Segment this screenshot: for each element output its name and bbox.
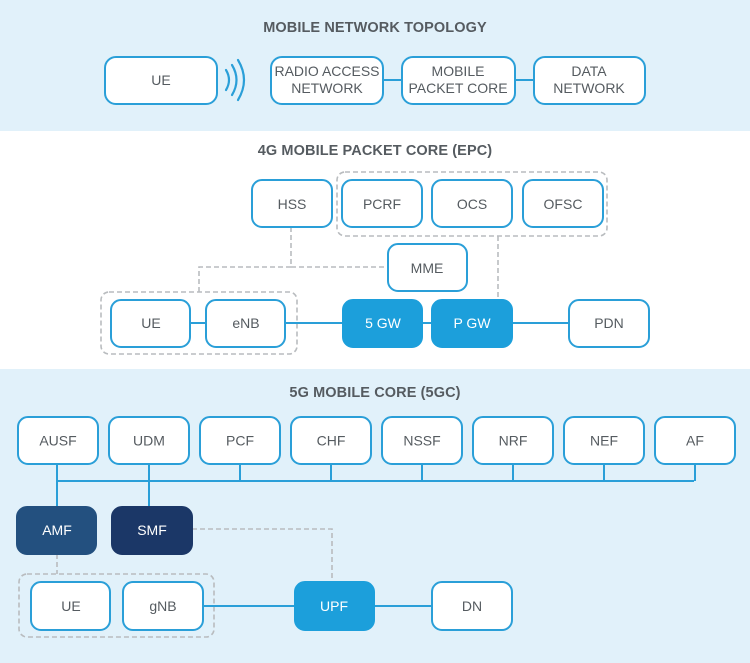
epc-node-mme[interactable]: MME — [387, 243, 468, 292]
node-label: OCS — [457, 196, 487, 212]
5gc-node-ausf[interactable]: AUSF — [17, 416, 99, 465]
5gc-node-pcf[interactable]: PCF — [199, 416, 281, 465]
epc-node-serving-gateway[interactable]: 5 GW — [342, 299, 423, 348]
node-label: eNB — [232, 315, 259, 331]
node-label: UE — [141, 315, 160, 331]
topology-node-radio-access-network[interactable]: RADIO ACCESS NETWORK — [270, 56, 384, 105]
node-label: HSS — [278, 196, 307, 212]
5gc-node-nef[interactable]: NEF — [563, 416, 645, 465]
node-label: PDN — [594, 315, 624, 331]
node-label: UE — [151, 72, 170, 88]
node-label: 5 GW — [365, 315, 402, 331]
radio-waves-icon — [224, 58, 246, 102]
node-label: OFSC — [544, 196, 583, 212]
node-label-line2: NETWORK — [553, 80, 625, 96]
5gc-node-dn[interactable]: DN — [431, 581, 513, 631]
5gc-node-chf[interactable]: CHF — [290, 416, 372, 465]
access-mme-control-link — [198, 266, 291, 292]
node-label: P GW — [453, 315, 491, 331]
5gc-node-nrf[interactable]: NRF — [472, 416, 554, 465]
5gc-title: 5G MOBILE CORE (5GC) — [289, 385, 460, 401]
topology-node-data-network[interactable]: DATA NETWORK — [533, 56, 646, 105]
policy-charging-group — [336, 171, 608, 237]
5gc-node-amf[interactable]: AMF — [16, 506, 97, 555]
5gc-node-udm[interactable]: UDM — [108, 416, 190, 465]
node-label: PCRF — [363, 196, 401, 212]
5gc-node-upf[interactable]: UPF — [294, 581, 375, 631]
service-bus — [56, 464, 696, 482]
epc-node-ocs[interactable]: OCS — [431, 179, 513, 228]
epc-node-pdn-gateway[interactable]: P GW — [431, 299, 513, 348]
node-label: UPF — [320, 598, 348, 614]
epc-node-enb[interactable]: eNB — [205, 299, 286, 348]
5gc-node-smf[interactable]: SMF — [111, 506, 193, 555]
node-label-line1: MOBILE — [432, 63, 485, 79]
node-label: NEF — [590, 433, 618, 449]
node-label: AMF — [42, 522, 72, 538]
epc-node-ofsc[interactable]: OFSC — [522, 179, 604, 228]
node-label: NSSF — [403, 433, 440, 449]
5gc-node-af[interactable]: AF — [654, 416, 736, 465]
node-label: DN — [462, 598, 482, 614]
node-label: PCF — [226, 433, 254, 449]
network-functions-row: AUSF UDM PCF CHF NSSF NRF NEF AF — [17, 416, 736, 465]
node-label-line1: DATA — [571, 63, 607, 79]
epc-section: 4G MOBILE PACKET CORE (EPC) HSS PCRF OCS… — [100, 143, 650, 355]
node-label-line2: PACKET CORE — [408, 80, 507, 96]
topology-title: MOBILE NETWORK TOPOLOGY — [263, 20, 487, 36]
topology-section: MOBILE NETWORK TOPOLOGY UE RADIO ACCESS … — [104, 20, 646, 105]
5gc-node-gnb[interactable]: gNB — [122, 581, 204, 631]
5gc-node-nssf[interactable]: NSSF — [381, 416, 463, 465]
epc-node-ue[interactable]: UE — [110, 299, 191, 348]
node-label: UDM — [133, 433, 165, 449]
epc-node-hss[interactable]: HSS — [251, 179, 333, 228]
node-label: MME — [411, 260, 444, 276]
node-label: SMF — [137, 522, 167, 538]
5gc-section: 5G MOBILE CORE (5GC) AUSF UDM PCF CHF NSSF NR… — [16, 385, 736, 638]
radio-access-group — [18, 573, 215, 638]
node-label-line1: RADIO ACCESS — [274, 63, 379, 79]
topology-node-mobile-packet-core[interactable]: MOBILE PACKET CORE — [401, 56, 516, 105]
node-label-line2: NETWORK — [291, 80, 363, 96]
epc-title: 4G MOBILE PACKET CORE (EPC) — [258, 143, 493, 159]
topology-node-ue[interactable]: UE — [104, 56, 218, 105]
node-label: AUSF — [39, 433, 76, 449]
node-label: AF — [686, 433, 704, 449]
5gc-node-ue[interactable]: UE — [30, 581, 111, 631]
epc-node-pdn[interactable]: PDN — [568, 299, 650, 348]
epc-node-pcrf[interactable]: PCRF — [341, 179, 423, 228]
node-label: NRF — [499, 433, 528, 449]
smf-upf-control-link — [192, 528, 333, 582]
node-label: gNB — [149, 598, 176, 614]
node-label: CHF — [317, 433, 346, 449]
node-label: UE — [61, 598, 80, 614]
